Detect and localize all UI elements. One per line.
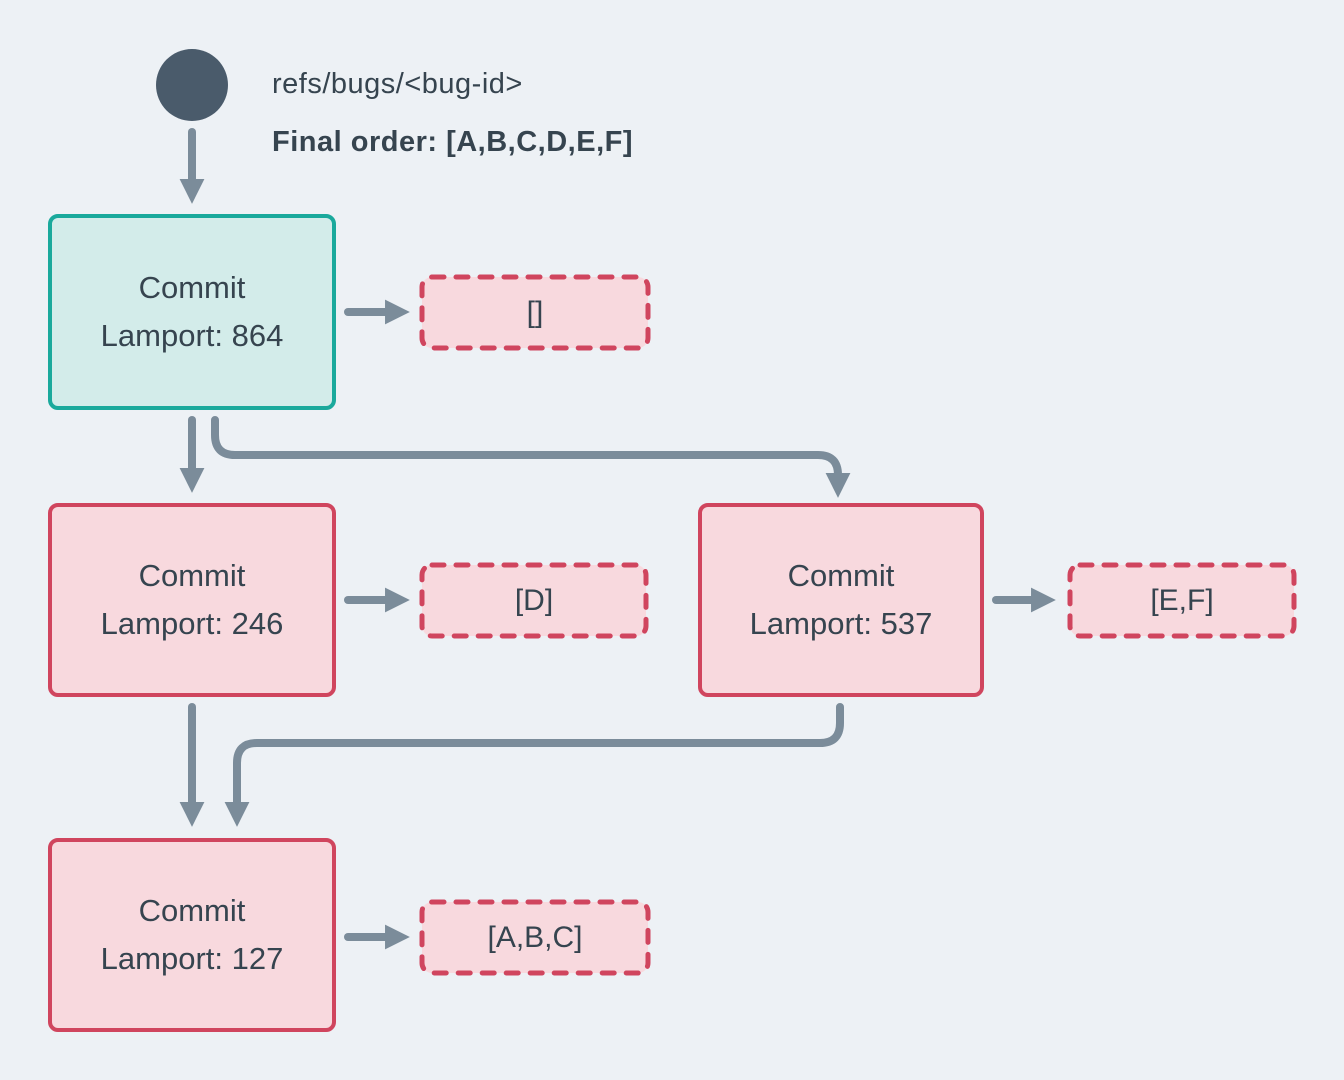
commit-title: Commit bbox=[138, 270, 246, 305]
commit-title: Commit bbox=[138, 893, 246, 928]
commit-node-246: Commit Lamport: 246 bbox=[48, 503, 336, 697]
commit-lamport: Lamport: 537 bbox=[749, 606, 933, 641]
bucket-box-right bbox=[1067, 562, 1297, 639]
commit-node-537: Commit Lamport: 537 bbox=[698, 503, 984, 697]
ref-name-label: refs/bugs/<bug-id> bbox=[272, 68, 523, 100]
bucket-label-left: [D] bbox=[514, 583, 554, 617]
edge-right-to-merge bbox=[224, 703, 844, 827]
bucket-box-merge bbox=[419, 899, 651, 976]
edge-root-to-right bbox=[211, 416, 851, 498]
final-order-label: Final order: [A,B,C,D,E,F] bbox=[272, 126, 633, 158]
bucket-box-left bbox=[419, 562, 649, 639]
commit-lamport: Lamport: 127 bbox=[100, 941, 284, 976]
bucket-label-merge: [A,B,C] bbox=[487, 920, 583, 954]
bucket-label-root: [] bbox=[526, 295, 544, 329]
ref-head-circle bbox=[156, 49, 228, 121]
bucket-box-root bbox=[419, 274, 651, 351]
commit-lamport: Lamport: 864 bbox=[100, 318, 284, 353]
commit-node-864: Commit Lamport: 864 bbox=[48, 214, 336, 410]
commit-lamport: Lamport: 246 bbox=[100, 606, 284, 641]
bucket-label-right: [E,F] bbox=[1150, 583, 1214, 617]
commit-node-127: Commit Lamport: 127 bbox=[48, 838, 336, 1032]
commit-title: Commit bbox=[787, 558, 895, 593]
commit-title: Commit bbox=[138, 558, 246, 593]
